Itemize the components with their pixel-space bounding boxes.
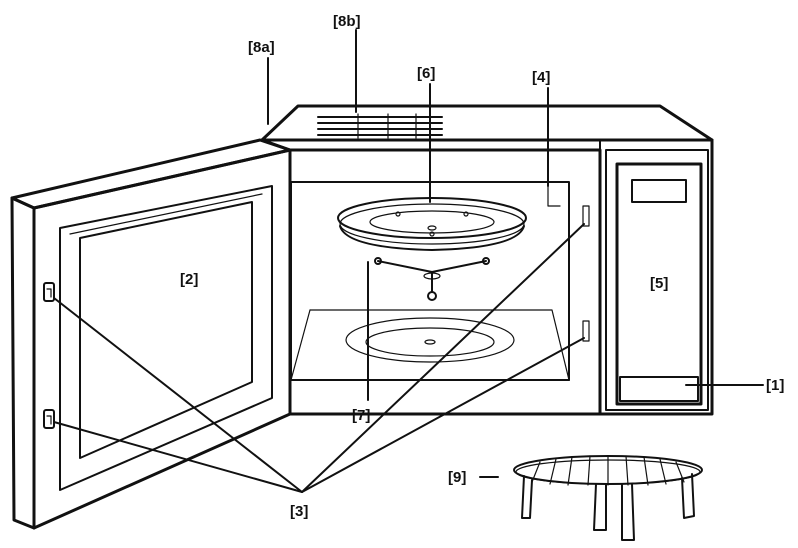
label-7: [7] [352,407,370,424]
cavity-latch-holes [582,205,590,342]
label-2: [2] [180,271,198,288]
waveguide-cover [547,185,561,207]
door-latch-bottom [43,409,55,429]
glass-turntable [337,197,527,251]
label-6: [6] [417,65,435,82]
label-8a: [8a] [248,39,275,56]
label-9: [9] [448,469,466,486]
roller-support [374,257,490,301]
microwave-door [10,138,292,530]
roasting-rack [513,455,703,541]
microwave-cabinet [260,104,714,416]
control-panel [605,149,709,411]
callout-lines [53,29,764,493]
label-8b: [8b] [333,13,361,30]
callout-labels: [8a] [8b] [6] [4] [2] [5] [1] [7] [9] [3… [180,13,784,520]
label-5: [5] [650,275,668,292]
label-3: [3] [290,503,308,520]
top-vents [317,113,443,139]
label-4: [4] [532,69,550,86]
door-latch-top [43,282,55,302]
oven-cavity [290,181,570,381]
label-1: [1] [766,377,784,394]
